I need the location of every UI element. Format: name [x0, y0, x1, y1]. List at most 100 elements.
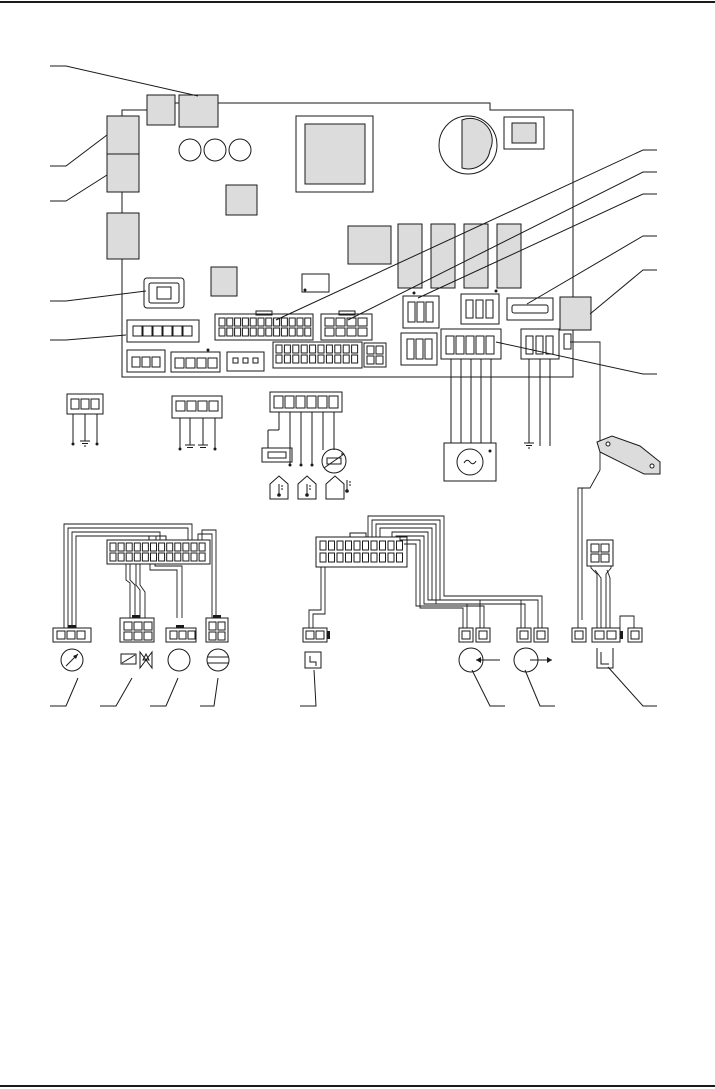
sensor-icon [321, 448, 347, 474]
connector-pin [292, 344, 300, 354]
left-connector-1 [106, 115, 140, 155]
fan-icon [458, 647, 500, 673]
connector-pin [280, 327, 288, 337]
sensor-icon [596, 648, 614, 669]
connector-pin [265, 317, 273, 327]
connector-pin [309, 354, 317, 364]
connector-pin [319, 552, 327, 563]
connector-pin [304, 327, 312, 337]
connector-pin [249, 317, 257, 327]
connector-pin [362, 552, 369, 563]
connector-pin [226, 327, 234, 337]
connector-pin [198, 542, 206, 552]
harness-right [571, 487, 643, 643]
connector-pin [158, 542, 166, 552]
connector-pin [273, 317, 281, 327]
connector-pin [174, 552, 182, 562]
left-connector-2 [106, 153, 140, 193]
pressure-gauge-icon [60, 648, 84, 672]
connector-pin [336, 552, 344, 563]
ignition-electrode [570, 341, 661, 620]
top-connector-small [146, 94, 176, 126]
connector-pin [280, 317, 288, 327]
connector-pin [379, 552, 386, 563]
connector-pin [325, 344, 333, 354]
connector-pin [304, 317, 312, 327]
connector-pin [387, 540, 395, 551]
connector-pin [324, 327, 335, 337]
connector-pin [296, 327, 304, 337]
connector-pin [241, 317, 249, 327]
connector-pin [353, 540, 361, 551]
connector-pin [396, 552, 403, 563]
flow-meter-icon [206, 648, 230, 672]
connector-pin [234, 317, 242, 327]
connector-pin [319, 540, 327, 551]
connector-pin [379, 540, 386, 551]
connector-pin [190, 542, 198, 552]
connector-pin [158, 552, 166, 562]
connector-pin [345, 540, 352, 551]
harness-middle [302, 515, 549, 643]
temperature-probe-icon [297, 475, 317, 500]
callout-lines [50, 65, 657, 707]
connector-pin [292, 354, 300, 364]
connector-pin [370, 540, 378, 551]
connector-pin [353, 552, 361, 563]
connector-4pin-ground [171, 395, 223, 451]
connector-pin [300, 354, 308, 364]
connector-pin [309, 344, 317, 354]
connector-pin [198, 552, 206, 562]
connector-pin [334, 354, 342, 364]
connector-pin [324, 317, 335, 327]
connector-pin [288, 317, 296, 327]
left-connector-3 [106, 212, 140, 260]
connector-pin [283, 354, 291, 364]
connector-pin [317, 354, 325, 364]
connector-8pin [320, 310, 373, 341]
connector-pin [141, 552, 149, 562]
connector-3pin-ground [66, 393, 104, 447]
connector-pin [351, 344, 359, 354]
connector-pin [273, 327, 281, 337]
connector-pin [257, 327, 265, 337]
connector-pin [275, 354, 283, 364]
connector-pin [174, 542, 182, 552]
connector-pin [328, 552, 335, 563]
connector-pin [117, 552, 125, 562]
connector-pin [288, 327, 296, 337]
connector-pin [133, 542, 141, 552]
connector-pin [334, 344, 342, 354]
connector-pin [387, 552, 395, 563]
connector-pin [328, 540, 335, 551]
thermostat-switch-icon [304, 651, 322, 669]
connector-pin [109, 542, 117, 552]
connector-pin [125, 552, 133, 562]
connector-pin [218, 327, 226, 337]
connector-pin [150, 552, 157, 562]
connector-6pin-sensors [261, 391, 343, 467]
connector-pin [182, 542, 190, 552]
connector-pin [342, 354, 350, 364]
rj-socket [143, 277, 185, 309]
connector-pin [335, 317, 346, 327]
connector-pin [226, 317, 234, 327]
temperature-probe-icon [269, 475, 289, 500]
connector-pin [345, 552, 352, 563]
connector-pin [317, 344, 325, 354]
connector-pin [336, 540, 344, 551]
temperature-probe-icon [325, 475, 351, 500]
connector-pin [182, 552, 190, 562]
connector-pin [370, 552, 378, 563]
connector-pin [335, 327, 346, 337]
connector-pin [190, 552, 198, 562]
connector-pin [300, 344, 308, 354]
connector-pin [357, 317, 368, 327]
connector-pin [166, 552, 174, 562]
right-edge-connector [559, 296, 592, 331]
circuit-board [106, 94, 592, 378]
connector-24pin [214, 310, 314, 341]
connector-pin [342, 344, 350, 354]
valve-icon [120, 650, 153, 670]
